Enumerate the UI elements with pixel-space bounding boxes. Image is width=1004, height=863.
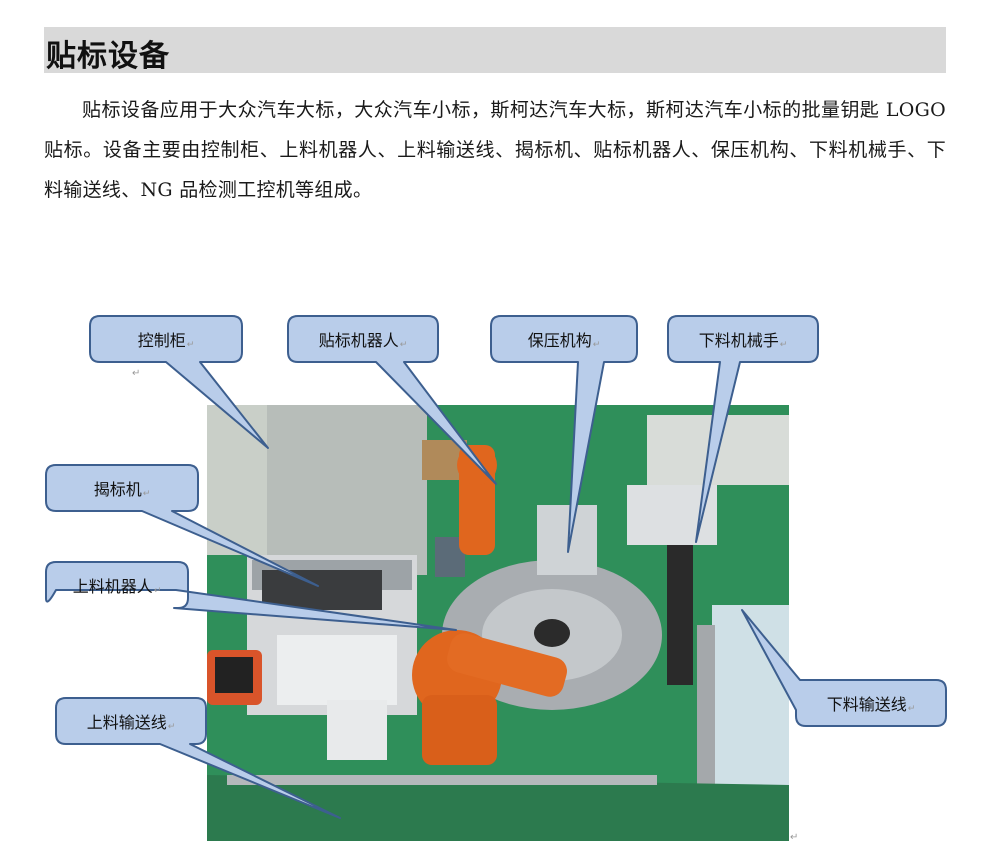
- equipment-photo: [207, 405, 789, 841]
- callout-control-cabinet-bubble: [89, 315, 269, 449]
- callout-unloading-conveyor-bubble: [741, 609, 947, 727]
- callout-label-peeler-bubble: [45, 464, 319, 587]
- equipment-photo-illustration: [207, 405, 789, 841]
- section-heading-bar: 贴标设备: [44, 27, 946, 74]
- callout-pressure-mechanism-bubble: [490, 315, 638, 553]
- section-title: 贴标设备: [46, 39, 170, 74]
- callout-loading-conveyor-bubble: [55, 697, 341, 819]
- callout-loading-robot-bubble: [45, 561, 457, 631]
- callout-labeling-robot-bubble: [287, 315, 497, 485]
- paragraph-mark: ↵: [790, 832, 799, 843]
- paragraph-mark: ↵: [132, 368, 141, 379]
- callout-unloading-manipulator-bubble: [667, 315, 819, 543]
- body-paragraph: 贴标设备应用于大众汽车大标，大众汽车小标，斯柯达汽车大标，斯柯达汽车小标的批量钥…: [44, 99, 946, 201]
